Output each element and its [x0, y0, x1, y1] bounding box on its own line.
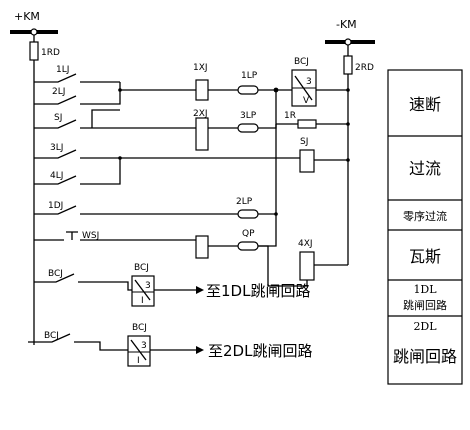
- svg-text:I: I: [137, 356, 140, 366]
- coil-wsj-relay: [195, 235, 209, 259]
- link-1lp: 1LP: [237, 71, 259, 95]
- svg-text:3: 3: [145, 281, 151, 291]
- contact-1dj-label: 1DJ: [48, 201, 63, 211]
- panel-cell-6: 跳闸回路: [393, 347, 457, 366]
- panel-cell-6-top: 2DL: [413, 320, 437, 333]
- resistor-1r: 1R: [276, 111, 348, 129]
- panel-cell-3: 零序过流: [403, 209, 447, 223]
- contact-3lj-label: 3LJ: [50, 143, 63, 153]
- contact-wsj: WSJ: [34, 231, 196, 241]
- coil-bcj-top-label: BCJ: [294, 57, 309, 67]
- contact-1lj: 1LJ: [34, 65, 120, 83]
- contact-1lj-label: 1LJ: [56, 65, 69, 75]
- contact-sj: SJ: [34, 113, 92, 129]
- negative-bus-label: -KM: [336, 18, 357, 31]
- contact-4lj: 4LJ: [34, 158, 121, 185]
- contact-sj-label: SJ: [54, 113, 62, 123]
- negative-bus: -KM: [325, 18, 375, 46]
- coil-bcj-mid: 3 I BCJ: [131, 263, 155, 307]
- coil-bcj-bot-label: BCJ: [132, 323, 147, 333]
- contact-4lj-label: 4LJ: [50, 171, 63, 181]
- fuse-left: 1RD: [29, 41, 60, 61]
- coil-1xj-label: 1XJ: [193, 63, 208, 73]
- link-qp-label: QP: [242, 229, 255, 239]
- coil-4xj: 4XJ: [298, 239, 315, 281]
- output-1dl-label: 至1DL跳闸回路: [206, 282, 310, 300]
- link-3lp: 3LP: [237, 111, 259, 133]
- fuse-left-label: 1RD: [41, 48, 60, 58]
- coil-2xj: 2XJ: [193, 109, 209, 151]
- contact-bcj-2-label: BCJ: [44, 331, 59, 341]
- coil-2xj-label: 2XJ: [193, 109, 208, 119]
- svg-text:3: 3: [306, 77, 312, 87]
- panel-cell-2: 过流: [409, 159, 441, 178]
- contact-bcj-1: BCJ: [34, 269, 132, 291]
- link-qp: QP: [237, 229, 259, 251]
- coil-bcj-top: 3 V BCJ: [291, 57, 317, 107]
- fuse-right-label: 2RD: [355, 63, 374, 73]
- coil-1xj: 1XJ: [193, 63, 209, 101]
- fuse-right: 2RD: [343, 55, 374, 75]
- coil-bcj-bot: 3 I BCJ: [127, 323, 151, 367]
- panel-cell-5-top: 1DL: [413, 283, 437, 296]
- panel-cell-4: 瓦斯: [409, 247, 441, 266]
- contact-wsj-label: WSJ: [82, 231, 99, 241]
- coil-4xj-label: 4XJ: [298, 239, 313, 249]
- positive-bus: +KM: [10, 10, 58, 36]
- contact-3lj: 3LJ: [34, 143, 300, 159]
- link-1lp-label: 1LP: [241, 71, 258, 81]
- link-3lp-label: 3LP: [240, 111, 257, 121]
- contact-bcj-1-label: BCJ: [48, 269, 63, 279]
- link-2lp-label: 2LP: [236, 197, 253, 207]
- coil-sj: SJ: [299, 137, 315, 173]
- coil-sj-label: SJ: [300, 137, 308, 147]
- resistor-1r-label: 1R: [284, 111, 296, 121]
- panel-cell-1: 速断: [409, 95, 441, 114]
- contact-1dj: 1DJ: [34, 201, 238, 215]
- link-2lp: 2LP: [236, 197, 259, 219]
- contact-bcj-2: BCJ: [28, 331, 128, 351]
- coil-bcj-mid-label: BCJ: [134, 263, 149, 273]
- svg-text:I: I: [141, 296, 144, 306]
- svg-text:V: V: [303, 96, 310, 106]
- function-panel: 速断 过流 零序过流 瓦斯 1DL 跳闸回路 2DL 跳闸回路: [387, 69, 463, 385]
- positive-bus-label: +KM: [14, 10, 40, 23]
- output-2dl-label: 至2DL跳闸回路: [208, 342, 312, 360]
- panel-cell-5: 跳闸回路: [403, 298, 447, 312]
- contact-2lj: 2LJ: [34, 82, 121, 105]
- contact-2lj-label: 2LJ: [52, 87, 65, 97]
- svg-text:3: 3: [141, 341, 147, 351]
